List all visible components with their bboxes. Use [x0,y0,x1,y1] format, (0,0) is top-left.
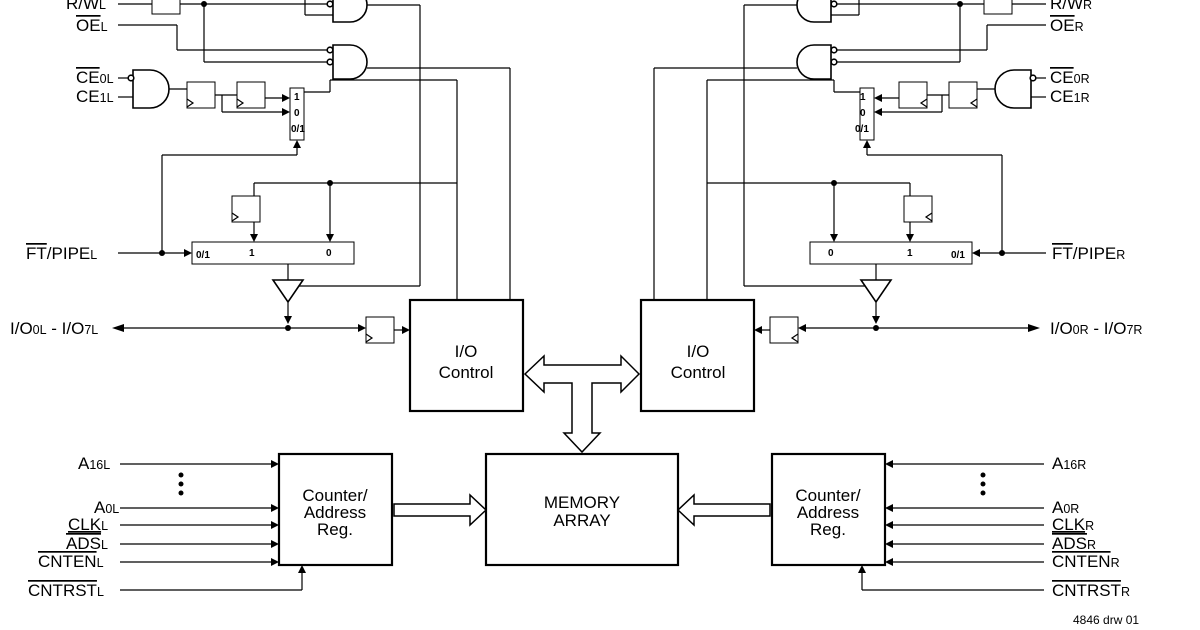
mux-label: 1 [860,92,866,103]
signal-cnten-right: CNTENR [1052,552,1120,571]
right-port-text: 1 0 0/1 0 1 0/1 I/O Control Counter/ Add… [671,92,966,539]
mux-left-horizontal [191,241,355,265]
signal-ftpipe-left: FT/PIPEL [26,244,97,263]
signal-a16-right: A16R [1052,454,1086,473]
mux-label: 0/1 [291,124,305,135]
buffer-left [271,279,305,304]
signal-ce1-left: CE1L [76,87,114,106]
left-port-logic: 1 0 0/1 0/1 1 0 [112,0,525,591]
mux-label: 0 [294,108,300,119]
right-signal-labels: R/WR OER CE0R CE1R FT/PIPER I/O0R - I/O7… [1050,0,1142,600]
center-logic: MEMORY ARRAY [393,354,771,567]
signal-clk-right: CLKR [1052,515,1094,534]
signal-cntrst-left: CNTRSTL [28,581,104,600]
mux-label: 0 [326,248,332,259]
mux-label: 0/1 [951,250,965,261]
signal-ce1-right: CE1R [1050,87,1090,106]
register-left-io [365,316,395,344]
mux-label: 0 [828,248,834,259]
and-gate-ce-left [132,69,170,109]
signal-clk-left: CLKL [68,515,108,534]
counter-address-reg-left [277,452,394,567]
signal-io-left: I/O0L - I/O7L [10,319,98,338]
signal-ads-left: ADSL [66,534,108,553]
mux-label: 0 [860,108,866,119]
counter-left-inputs [120,460,306,591]
register-left-ce1 [186,81,216,109]
counter-left-label-3: Reg. [317,520,353,539]
mux-label: 0/1 [855,124,869,135]
signal-a16-left: A16L [78,454,110,473]
signal-ftpipe-right: FT/PIPER [1052,244,1125,263]
right-port-logic [639,0,1046,591]
signal-cnten-left: CNTENL [38,552,104,571]
mux-label: 1 [249,248,255,259]
register-left-pipe [231,195,261,223]
mux-label: 1 [294,92,300,103]
io-control-left-label-1: I/O [455,342,478,361]
and-gate-left-2 [332,44,368,80]
mux-label: 1 [907,248,913,259]
io-control-left [408,298,525,413]
signal-io-right: I/O0R - I/O7R [1050,319,1142,338]
signal-a0-left: A0L [94,498,119,517]
counter-right-label-2: Address [797,503,859,522]
counter-right-label-1: Counter/ [795,486,860,505]
signal-rw-right: R/WR [1050,0,1092,13]
data-bus-arrow [523,354,641,454]
rw-left-line [118,0,334,66]
counter-left-label-1: Counter/ [302,486,367,505]
signal-ce0-left: CE0L [76,68,114,87]
signal-oe-right: OER [1050,16,1084,35]
counter-right-label-3: Reg. [810,520,846,539]
io-control-right-label-2: Control [671,363,726,382]
signal-ce0-right: CE0R [1050,68,1090,87]
counter-left-label-2: Address [304,503,366,522]
signal-rw-left: R/WL [66,0,106,13]
memory-array-label-2: ARRAY [553,511,610,530]
mux-label: 0/1 [196,250,210,261]
io-control-right-label-1: I/O [687,342,710,361]
signal-oe-left: OEL [76,16,108,35]
signal-cntrst-right: CNTRSTR [1052,581,1130,600]
address-bus-right [676,493,771,527]
and-gate-left-1 [332,0,368,23]
address-bus-left [393,493,488,527]
signal-a0-right: A0R [1052,498,1079,517]
oe-left-line [118,0,334,54]
drawing-number: 4846 drw 01 [1073,613,1139,627]
io-control-left-label-2: Control [439,363,494,382]
memory-array [484,452,680,567]
signal-ads-right: ADSR [1052,534,1096,553]
memory-array-label-1: MEMORY [544,493,620,512]
left-signal-labels: R/WL OEL CE0L CE1L FT/PIPEL I/O0L - I/O7… [10,0,119,600]
register-left-ce2 [236,81,266,109]
